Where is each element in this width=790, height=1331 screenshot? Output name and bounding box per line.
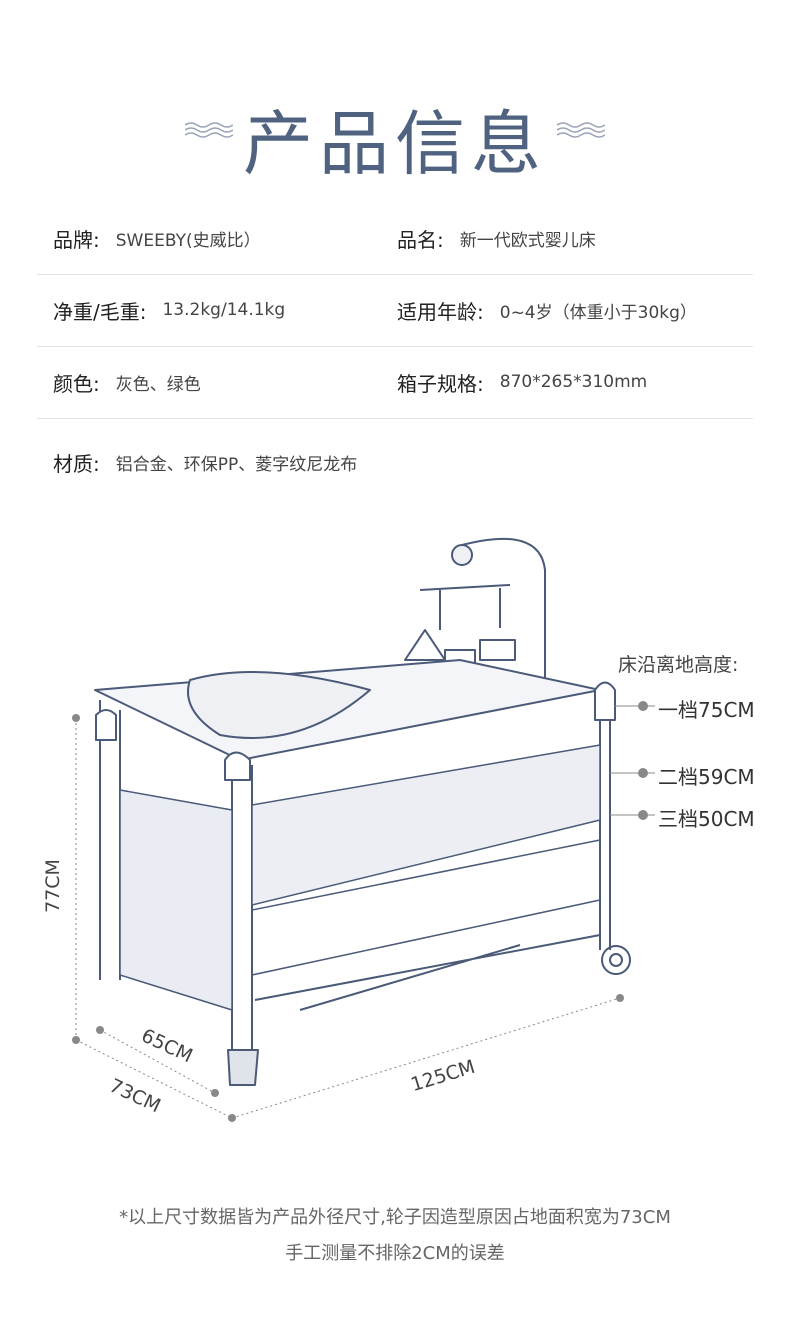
crib-illustration [72, 537, 655, 1122]
spec-label: 适用年龄: [397, 299, 484, 324]
footnote: 手工测量不排除2CM的误差 [285, 1243, 505, 1264]
spec-value: 13.2kg/14.1kg [162, 300, 286, 320]
spec-value: 灰色、绿色 [115, 374, 201, 395]
height-level: 一档75CM [658, 698, 755, 722]
spec-label: 品牌: [53, 227, 100, 252]
wave-decoration-icon [557, 122, 605, 138]
dimension-height: 77CM [41, 859, 64, 913]
spec-label: 净重/毛重: [53, 299, 147, 324]
spec-row: 净重/毛重: 13.2kg/14.1kg 适用年龄: 0~4岁（体重小于30kg） [37, 274, 753, 347]
spec-value: 870*265*310mm [499, 372, 648, 392]
footnote: *以上尺寸数据皆为产品外径尺寸,轮子因造型原因占地面积宽为73CM [119, 1207, 671, 1228]
spec-value: SWEEBY(史威比） [115, 230, 261, 251]
height-level: 三档50CM [658, 807, 755, 831]
spec-row: 品牌: SWEEBY(史威比） 品名: 新一代欧式婴儿床 [37, 202, 753, 275]
spec-row: 颜色: 灰色、绿色 箱子规格: 870*265*310mm [37, 346, 753, 419]
spec-label: 材质: [53, 451, 100, 476]
spec-label: 品名: [397, 227, 444, 252]
height-title: 床沿离地高度: [618, 654, 739, 676]
spec-value: 新一代欧式婴儿床 [459, 230, 596, 251]
spec-label: 箱子规格: [397, 371, 484, 396]
height-level: 二档59CM [658, 765, 755, 789]
page-title: 产品信息 [243, 103, 547, 185]
spec-value: 铝合金、环保PP、菱字纹尼龙布 [115, 454, 358, 475]
spec-row: 材质: 铝合金、环保PP、菱字纹尼龙布 [37, 426, 753, 498]
spec-value: 0~4岁（体重小于30kg） [499, 302, 697, 323]
wave-decoration-icon [185, 122, 233, 138]
spec-label: 颜色: [53, 371, 100, 396]
